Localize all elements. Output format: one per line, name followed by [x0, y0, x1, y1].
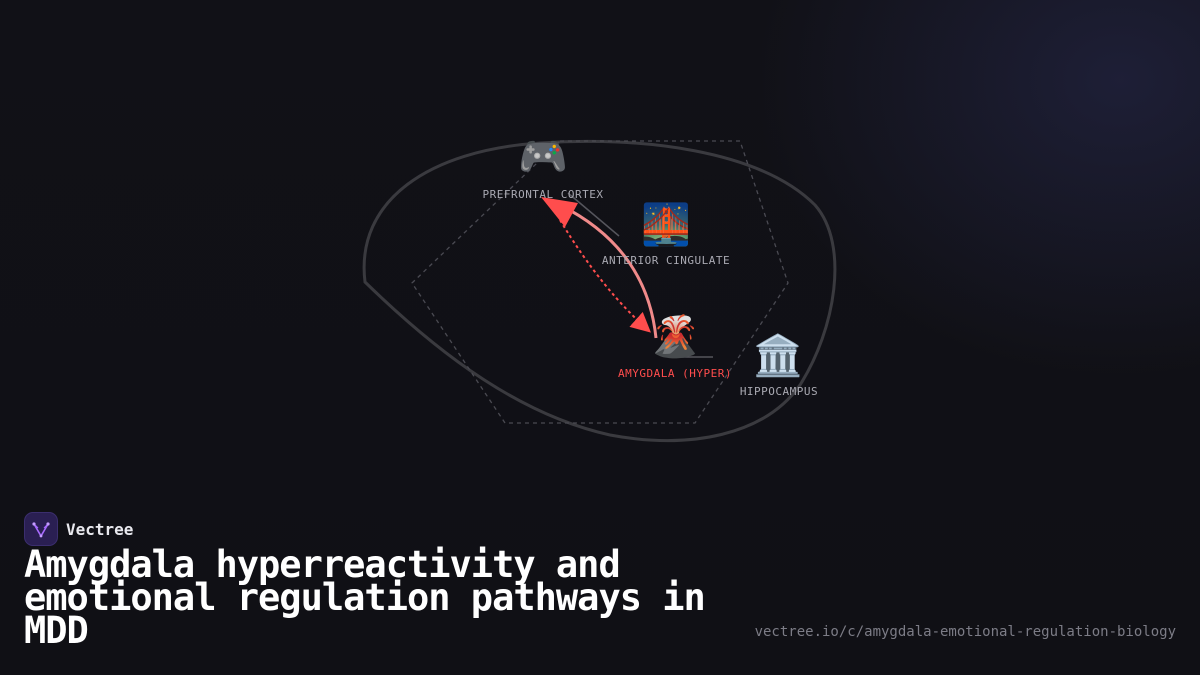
node-label-amygdala: AMYGDALA (HYPER) — [618, 367, 732, 380]
vectree-logo-icon — [24, 512, 58, 546]
node-label-prefrontal: PREFRONTAL CORTEX — [482, 188, 603, 201]
brain-outline — [362, 139, 837, 443]
volcano-icon: 🌋 — [650, 313, 700, 360]
brand-name: Vectree — [66, 519, 134, 539]
bridge-at-night-icon: 🌉 — [641, 201, 691, 248]
arrow-amygdala-to-pfc — [559, 203, 658, 339]
source-url[interactable]: vectree.io/c/amygdala-emotional-regulati… — [754, 624, 1176, 640]
arrowhead-amygdala-to-pfc — [541, 197, 578, 227]
node-label-hippocampus: HIPPOCAMPUS — [740, 385, 818, 398]
brand: Vectree — [24, 512, 133, 546]
game-controller-icon: 🎮 — [518, 134, 568, 180]
node-label-cingulate: ANTERIOR CINGULATE — [602, 254, 730, 267]
page-title: Amygdala hyperreactivity and emotional r… — [24, 543, 706, 652]
connector-pfc-acc — [567, 192, 620, 237]
arrow-pfc-to-amygdala — [559, 219, 651, 333]
dashed-region — [411, 140, 789, 424]
classical-building-icon: 🏛️ — [753, 332, 803, 379]
